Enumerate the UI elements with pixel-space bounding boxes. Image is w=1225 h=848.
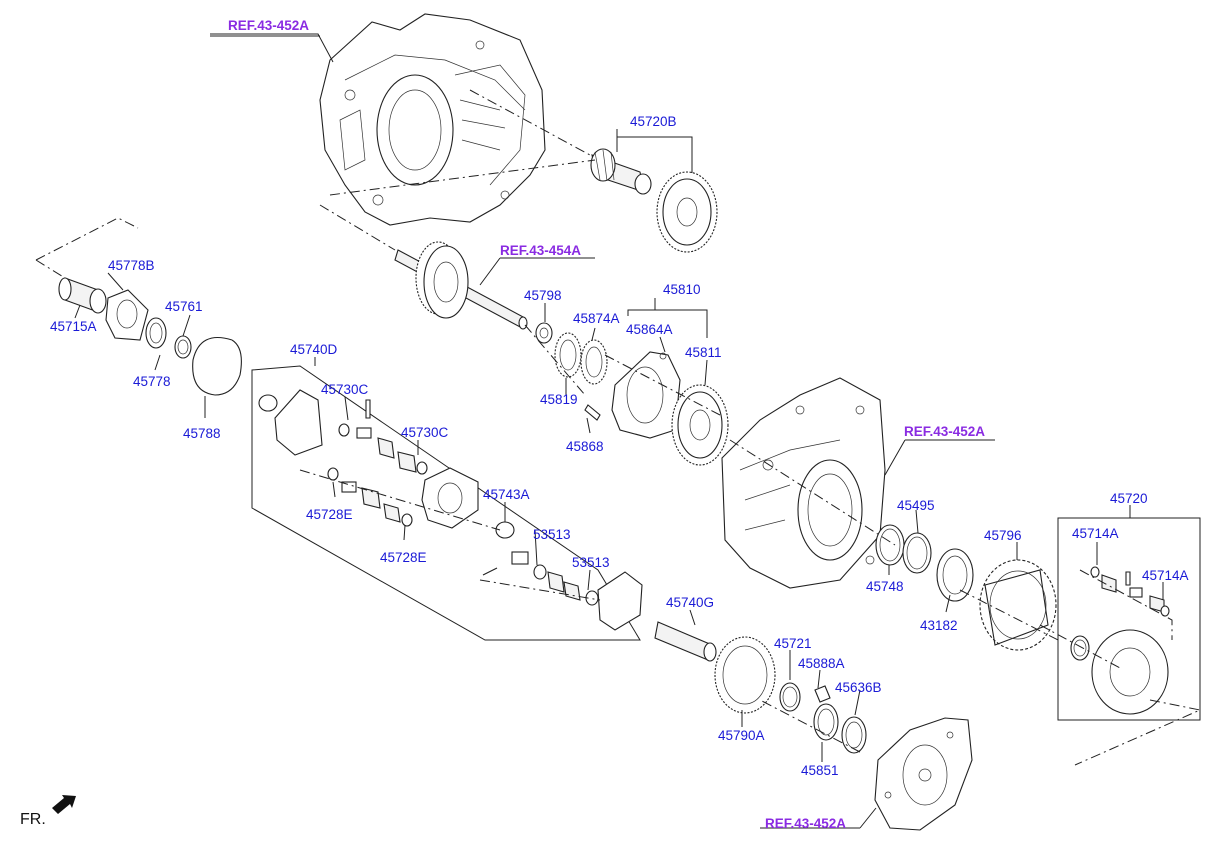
part-number-45720B[interactable]: 45720B: [630, 114, 677, 129]
center-lines: [35, 89, 1202, 766]
part-number-45811[interactable]: 45811: [685, 345, 722, 360]
part-number-45778[interactable]: 45778: [133, 374, 171, 389]
part-number-45790A[interactable]: 45790A: [718, 728, 765, 743]
snap-rings-illustration: [875, 524, 974, 602]
ref-label-case-upper[interactable]: REF.43-452A: [228, 18, 309, 33]
part-number-45874A[interactable]: 45874A: [573, 311, 620, 326]
planetary-assembly-box: [251, 365, 643, 641]
part-number-45730C-upper[interactable]: 45730C: [321, 382, 369, 397]
shaft-rings-illustration: [535, 322, 608, 421]
part-number-45740D[interactable]: 45740D: [290, 342, 338, 357]
part-number-53513-upper[interactable]: 53513: [533, 527, 571, 542]
front-direction-arrow-icon: [52, 795, 76, 814]
part-number-45798[interactable]: 45798: [524, 288, 562, 303]
part-number-45714A-lower[interactable]: 45714A: [1142, 568, 1189, 583]
output-shaft-illustration: [394, 241, 528, 330]
ref-label-output-shaft[interactable]: REF.43-454A: [500, 243, 581, 258]
part-number-53513-lower[interactable]: 53513: [572, 555, 610, 570]
part-number-45778B[interactable]: 45778B: [108, 258, 155, 273]
part-number-45714A-upper[interactable]: 45714A: [1072, 526, 1119, 541]
part-number-45819[interactable]: 45819: [540, 392, 578, 407]
transmission-case-lower-illustration: [721, 377, 886, 589]
part-number-45743A[interactable]: 45743A: [483, 487, 530, 502]
part-number-45888A[interactable]: 45888A: [798, 656, 845, 671]
transmission-case-upper-illustration: [319, 13, 546, 226]
part-number-45721[interactable]: 45721: [774, 636, 812, 651]
part-number-45730C-lower[interactable]: 45730C: [401, 425, 449, 440]
part-number-43182[interactable]: 43182: [920, 618, 958, 633]
part-number-45761[interactable]: 45761: [165, 299, 203, 314]
part-number-45868[interactable]: 45868: [566, 439, 604, 454]
counter-gear-illustration: [590, 148, 718, 253]
part-number-45728E-left[interactable]: 45728E: [306, 507, 353, 522]
differential-gear-illustration: [611, 351, 729, 466]
part-number-45864A[interactable]: 45864A: [626, 322, 673, 337]
left-bearing-group-illustration: [58, 277, 242, 396]
part-number-45728E-right[interactable]: 45728E: [380, 550, 427, 565]
part-number-45495[interactable]: 45495: [897, 498, 935, 513]
part-number-45720[interactable]: 45720: [1110, 491, 1148, 506]
part-number-45810[interactable]: 45810: [663, 282, 701, 297]
ref-label-case-lower[interactable]: REF.43-452A: [904, 424, 985, 439]
part-number-45788[interactable]: 45788: [183, 426, 221, 441]
overdrive-assembly-box: [1057, 517, 1201, 721]
part-number-45796[interactable]: 45796: [984, 528, 1022, 543]
part-number-45851[interactable]: 45851: [801, 763, 839, 778]
part-number-45715A[interactable]: 45715A: [50, 319, 97, 334]
part-number-45740G[interactable]: 45740G: [666, 595, 714, 610]
ref-label-rear-cover[interactable]: REF.43-452A: [765, 816, 846, 831]
front-direction-label: FR.: [20, 811, 46, 828]
part-number-45748[interactable]: 45748: [866, 579, 904, 594]
rear-cover-illustration: [874, 717, 973, 831]
leader-lines: [74, 33, 1164, 829]
clutch-drum-illustration: [979, 559, 1057, 651]
part-number-45636B[interactable]: 45636B: [835, 680, 882, 695]
